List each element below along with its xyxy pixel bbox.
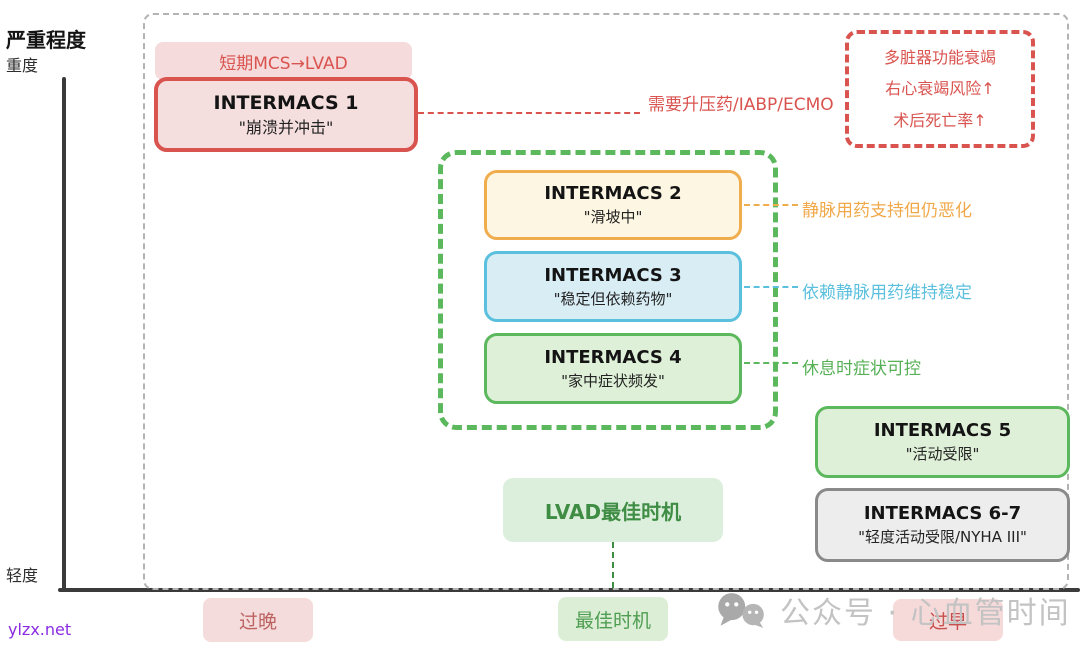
stage-box-intermacs-2: INTERMACS 2 "滑坡中"	[484, 170, 742, 240]
stage-box-intermacs-1: INTERMACS 1 "崩溃并冲击"	[154, 77, 418, 152]
y-axis-label-top: 重度	[6, 56, 39, 75]
y-axis	[62, 77, 66, 592]
timing-label-too-early: 过早	[893, 599, 1003, 641]
risk-line-2: 右心衰竭风险↑	[885, 79, 995, 98]
timing-label-too-late: 过晚	[203, 598, 313, 642]
stage-box-intermacs-4: INTERMACS 4 "家中症状频发"	[484, 333, 742, 404]
stage-box-intermacs-5: INTERMACS 5 "活动受限"	[815, 406, 1070, 478]
too-early-text: 过早	[928, 610, 967, 633]
y-axis-label-bottom: 轻度	[6, 566, 39, 585]
bridge-label-text: 短期MCS→LVAD	[219, 53, 348, 74]
stage-subtitle: "活动受限"	[905, 445, 980, 463]
page-title: 严重程度	[6, 28, 86, 52]
wechat-icon	[716, 592, 770, 628]
lvad-timing-text: LVAD最佳时机	[544, 499, 682, 524]
pressors-note: 需要升压药/IABP/ECMO	[648, 95, 834, 115]
site-watermark: ylzx.net	[8, 620, 72, 639]
stage3-note-connector	[744, 286, 798, 288]
stage4-note: 休息时症状可控	[802, 359, 921, 379]
stage-subtitle: "家中症状频发"	[561, 371, 665, 390]
risk-line-1: 多脏器功能衰竭	[883, 47, 996, 67]
stage-box-intermacs-3: INTERMACS 3 "稳定但依赖药物"	[484, 251, 742, 322]
timing-label-optimal: 最佳时机	[558, 597, 668, 641]
x-axis	[58, 588, 1080, 592]
lvad-timing-box: LVAD最佳时机	[503, 478, 723, 542]
lvad-timing-connector	[612, 542, 614, 588]
stage-subtitle: "滑坡中"	[583, 208, 643, 226]
plot-area-border	[143, 13, 1069, 590]
too-late-text: 过晚	[238, 610, 277, 633]
risk-line-3: 术后死亡率↑	[893, 110, 987, 130]
stage3-note: 依赖静脉用药维持稳定	[802, 283, 972, 303]
bridge-label: 短期MCS→LVAD	[155, 42, 412, 80]
stage-title: INTERMACS 3	[544, 264, 682, 286]
optimal-window-border	[438, 150, 778, 430]
stage-title: INTERMACS 6-7	[863, 503, 1022, 524]
stage-title: INTERMACS 1	[213, 91, 359, 114]
watermark-text: 公众号 · 心血管时间	[780, 596, 1071, 631]
optimal-text: 最佳时机	[574, 609, 651, 632]
stage-subtitle: "稳定但依赖药物"	[553, 289, 673, 308]
risk-warning-box: 多脏器功能衰竭 右心衰竭风险↑ 术后死亡率↑	[845, 30, 1035, 148]
stage-title: INTERMACS 2	[544, 183, 682, 204]
stage-subtitle: "轻度活动受限/NYHA III"	[858, 528, 1027, 546]
stage-title: INTERMACS 5	[873, 420, 1012, 441]
stage4-note-connector	[744, 362, 798, 364]
stage2-note: 静脉用药支持但仍恶化	[802, 201, 972, 221]
watermark: 公众号 · 心血管时间	[716, 588, 1071, 632]
stage2-note-connector	[744, 204, 798, 206]
stage-box-intermacs-6-7: INTERMACS 6-7 "轻度活动受限/NYHA III"	[815, 488, 1070, 562]
stage-subtitle: "崩溃并冲击"	[238, 117, 334, 137]
pressors-connector-line	[418, 112, 640, 114]
stage-title: INTERMACS 4	[544, 346, 682, 368]
